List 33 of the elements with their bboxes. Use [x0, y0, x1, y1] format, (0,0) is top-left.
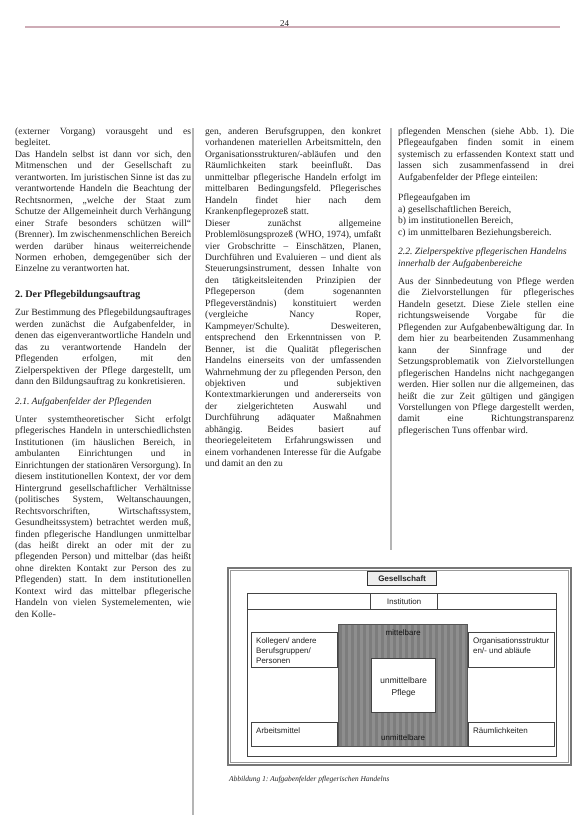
paragraph: Dieser zunächst allgemeine Problemlösungsprozeß (WHO, 1974), umfaßt vier Grobschritte – Einschätzen, Planen, Durchführen und Evaluieren – und dient als Steuerungsinstrument, dessen Inhalte von den tätigkeitsleitenden Prinzipien der Pflegeperson (dem sogenannten Pflegeverständnis) konstituiert werden (vergleiche Nancy Roper, Kampmeyer/Schulte). Desweiteren, entsprechend den Erkenntnissen von P. Benner, ist die Qualität pflegerischen Handelns einerseits von der umfassenden Wahrnehmung der zu pflegenden Person, den objektiven und subjektiven Kontextmarkierungen und andererseits von der zielgerichteten Auswahl und Durchführung adäquater Maßnahmen abhängig. Beides basiert auf theoriegeleitetem Erfahrungswissen und einem vorhandenen Interesse für die Aufgabe und damit an den zu — [205, 218, 381, 470]
area-label: mittelbare — [384, 628, 422, 638]
text-box — [468, 722, 555, 747]
paragraph: gen, anderen Berufsgruppen, den konkret vorhandenen materiellen Arbeitsmitteln, den Organisationsstrukturen/-abläufen und den Räumlichkeiten stark beeinflußt. Das unmittelbar pflegerische Handeln erfolgt im mittelbaren Bedingungsfeld. Pflegerisches Handeln findet hier nach dem Krankenpflegeprozeß statt. — [205, 126, 381, 218]
box-label: Organisationsstrukturen/- und abläufe — [473, 636, 550, 656]
box-label: Räumlichkeiten — [473, 726, 529, 736]
center-box — [371, 658, 436, 713]
box-label: Arbeitsmittel — [256, 726, 302, 736]
shaded-area — [338, 624, 468, 747]
paragraph: Aus der Sinnbedeutung von Pflege werden die Zielvorstellungen für pflegerisches Handeln gesetzt. Diese Ziele stellen eine richtungsweisende Vorgabe für die Pflegenden zur Aufgabenbewältigung dar. In dem hier zu bearbeitenden Zusammenhang kann der Sinnfrage und der Setzungsproblematik von Zielvorstellungen pflegerischen Handelns nicht nachgegangen werden. Hier sollen nur die allgemeinen, das heißt die zur Zeit gültigen und gängigen Vorstellungen von Pflege dargestellt werden, damit eine Richtungstransparenz pflegerischen Tuns offenbar wird. — [398, 276, 574, 436]
list-item: a) gesellschaftlichen Bereich, — [398, 204, 512, 216]
section-heading: 2. Der Pflegebildungsauftrag — [15, 288, 142, 300]
diagram-heading: Gesellschaft — [367, 571, 437, 586]
paragraph: Zur Bestimmung des Pflegebildungsauftrages werden zunächst die Aufgabenfelder, in denen das eigenverantwortliche Handeln und das zu verantwortende Handeln der Pflegenden erfolgen, mit den Zielperspektiven der Pflege dargestellt, um dann den Bildungsauftrag zu konkretisieren. — [15, 307, 191, 388]
text-box — [251, 632, 338, 668]
box-label: unmittelbare Pflege — [379, 674, 428, 698]
diagram-frame — [227, 567, 572, 766]
box-label: Kollegen/ andere Berufsgruppen/ Personen — [256, 636, 318, 666]
subsection-heading: 2.1. Aufgabenfelder der Pflegenden — [15, 396, 153, 407]
text-box — [251, 722, 338, 747]
text-box — [468, 632, 555, 668]
paragraph: pflegenden Menschen (siehe Abb. 1). Die Pflegeaufgaben finden somit in einem systemisch zu erfassenden Kontext statt und lassen sich zusammenfassend in drei Aufgabenfelder der Pflege einteilen: — [398, 126, 574, 184]
list-item: b) im institutionellen Bereich, — [398, 215, 514, 227]
paragraph: Das Handeln selbst ist dann vor sich, den Mitmenschen und der Gesellschaft zu verantworten. Im juristischen Sinne ist das zu verantwortende Handeln die Beachtung der Rechtsnormen, „welche der Staat zum Schutze der Allgemeinheit durch Verhängung einer Strafe besonders schützen will“ (Brenner). Im zwischenmenschlichen Bereich werden darüber hinaus weiterreichende Normen erhoben, demgegenüber sich der Einzelne zu verantworten hat. — [15, 148, 191, 275]
institution-frame — [247, 593, 557, 757]
paragraph: Pflegeaufgaben im — [398, 192, 472, 204]
institution-label: Institution — [370, 594, 438, 609]
paragraph: (externer Vorgang) vorausgeht und es begleitet. — [15, 126, 191, 149]
list-item: c) im unmittelbaren Beziehungsbereich. — [398, 226, 552, 238]
subsection-heading: 2.2. Zielperspektive pflegerischen Handelns innerhalb der Aufgabenbereiche — [398, 246, 568, 269]
area-label: unmittelbare — [380, 733, 426, 743]
page-number: 24 — [280, 18, 289, 28]
paragraph: Unter systemtheoretischer Sicht erfolgt pflegerisches Handeln in unterschiedlichsten Institutionen (im häuslichen Bereich, in ambulanten Einrichtungen und in Einrichtungen der stationären Versorgung). In diesem institutionellen Kontext, der vor dem Hintergrund gesellschaftlicher Verhältnisse (politisches System, Weltanschauungen, Rechtsvorschriften, Wirtschaftssystem, Gesundheitssystem) betrachtet werden muß, finden pflegerische Handlungen unmittelbar (das heißt direkt an oder mit der zu pflegenden Person) und mittelbar (das heißt ohne direkten Kontakt zur Person des zu Pflegenden) statt. In dem institutionellen Kontext wird das mittelbar pflegerische Handeln von vielen Systemelementen, wie den Kolle- — [15, 414, 191, 620]
